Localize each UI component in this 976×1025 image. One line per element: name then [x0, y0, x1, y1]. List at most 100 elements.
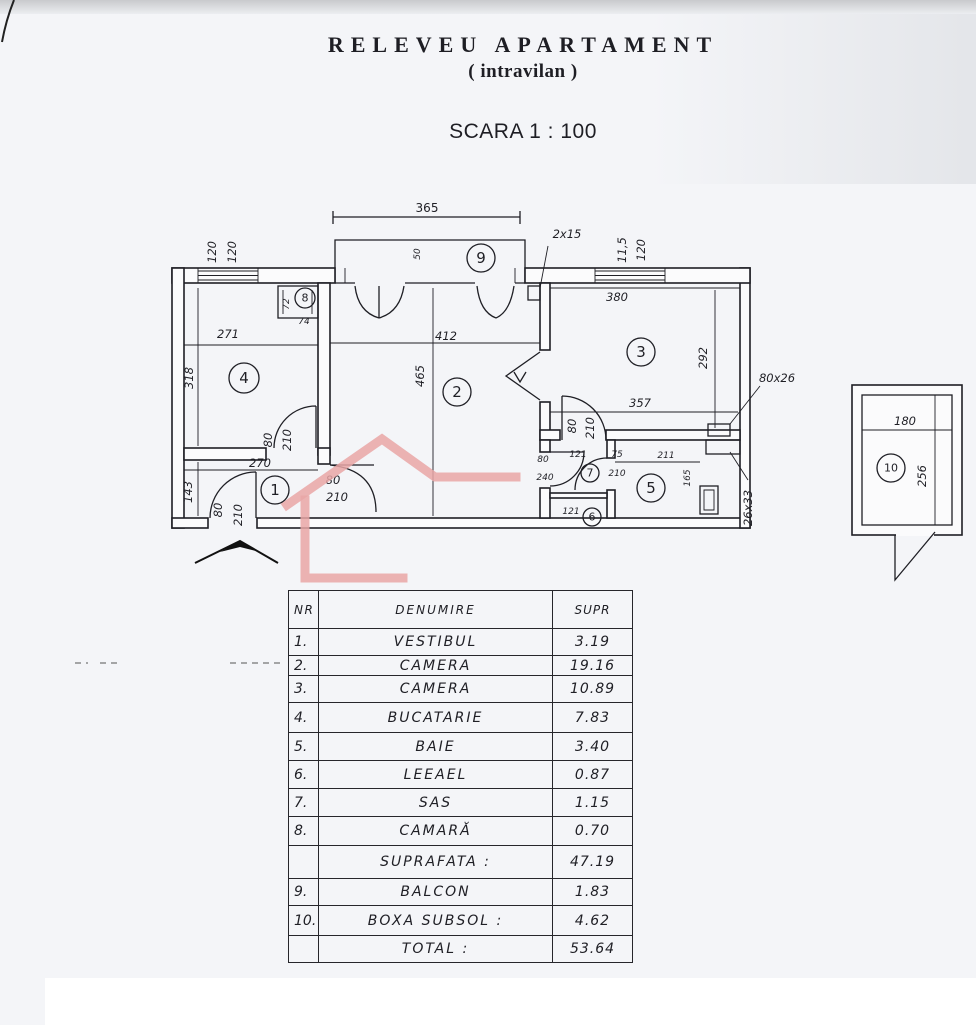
row-area: 1.15	[552, 788, 633, 817]
dim-door-sas-height: 240	[536, 473, 553, 483]
row-name: VESTIBUL	[318, 628, 553, 656]
dim-storage-height: 256	[915, 465, 929, 487]
dim-door-room3-width: 80	[565, 419, 579, 434]
room-label-5: 5	[636, 473, 666, 503]
row-name: BOXA SUBSOL :	[318, 905, 553, 936]
header-nr: NR	[288, 590, 319, 629]
document-subtitle: ( intravilan )	[468, 61, 578, 82]
table-row: 9. BALCON 1.83	[288, 878, 633, 906]
row-nr: 6.	[288, 760, 319, 789]
room-label-3: 3	[626, 337, 656, 367]
dim-pantry-a: 72	[282, 298, 292, 310]
row-nr	[288, 935, 319, 963]
svg-text:1: 1	[270, 481, 280, 499]
door-kitchen	[273, 405, 317, 449]
wall-sas-left-top	[539, 439, 551, 453]
room-label-10: 10	[876, 453, 906, 483]
header-supr: SUPR	[552, 590, 633, 629]
wall-sas-bath-bottom	[606, 489, 616, 519]
row-name: TOTAL :	[318, 935, 553, 963]
balcony-door-left	[354, 285, 405, 319]
row-area: 1.83	[552, 878, 633, 906]
dim-window-right-a: 11,5	[615, 237, 629, 263]
table-row-total: TOTAL : 53.64	[288, 935, 633, 963]
dim-room3-width-2: 357	[629, 396, 652, 410]
dim-sas-width: 121	[569, 450, 586, 460]
dim-kitchen-width: 271	[217, 327, 239, 341]
row-name: CAMERA	[318, 675, 553, 703]
row-nr: 5.	[288, 732, 319, 761]
scan-bottom-margin	[45, 978, 976, 1025]
storage-inner	[861, 394, 953, 526]
dim-door-hall-height: 210	[231, 504, 245, 526]
room-label-7: 7	[580, 463, 600, 483]
balcony-door-right	[476, 285, 515, 319]
row-nr: 7.	[288, 788, 319, 817]
dim-hall-height: 143	[181, 481, 195, 503]
row-area: 19.16	[552, 655, 633, 676]
table-row: 6. LEEAEL 0.87	[288, 760, 633, 789]
row-nr	[288, 845, 319, 879]
duct-26x33	[705, 439, 741, 455]
dim-door-sas-width: 80	[537, 455, 549, 465]
row-nr: 3.	[288, 675, 319, 703]
row-name: SUPRAFATA :	[318, 845, 553, 879]
row-name: CAMARĂ	[318, 816, 553, 846]
storage-door	[894, 531, 936, 582]
svg-text:4: 4	[239, 369, 249, 387]
row-name: CAMERA	[318, 655, 553, 676]
pantry-shelves	[282, 290, 313, 314]
svg-text:5: 5	[646, 479, 656, 497]
row-area: 3.40	[552, 732, 633, 761]
door-room3	[561, 395, 607, 441]
duct-80x26	[707, 423, 731, 437]
svg-text:6: 6	[589, 511, 596, 524]
dim-pantry-b: 74	[298, 317, 310, 327]
room-label-4: 4	[228, 362, 260, 394]
table-row: 3. CAMERA 10.89	[288, 675, 633, 703]
dim-room2-width: 412	[435, 329, 457, 343]
dim-door-kitchen-height: 210	[280, 429, 294, 451]
row-nr: 10.	[288, 905, 319, 936]
leader-26x33	[729, 451, 749, 481]
dim-window-right-b: 120	[634, 239, 648, 261]
dim-door-bath-height: 210	[608, 469, 625, 479]
row-name: BALCON	[318, 878, 553, 906]
dim-door-bath-width: 75	[611, 450, 623, 460]
drawing-scale: SCARA 1 : 100	[449, 120, 597, 143]
row-area: 47.19	[552, 845, 633, 879]
table-row: 1. VESTIBUL 3.19	[288, 628, 633, 656]
storage-room-boxa	[851, 384, 963, 582]
dim-room3-height: 292	[696, 347, 710, 369]
wall-room2-room3-top	[539, 282, 551, 351]
dim-balcony-beam: 2x15	[553, 227, 582, 241]
leader-80x26	[729, 385, 761, 425]
dim-balcony-depth: 50	[413, 248, 423, 260]
room-label-6: 6	[582, 507, 602, 527]
dim-door-room2-height: 210	[326, 490, 348, 504]
row-nr: 8.	[288, 816, 319, 846]
table-row-subtotal: SUPRAFATA : 47.19	[288, 845, 633, 879]
dim-window-left-b: 120	[225, 241, 239, 263]
door-room2-room3	[504, 351, 541, 401]
wall-kitchen-hall	[183, 447, 267, 461]
dim-duct: 80x26	[759, 371, 795, 385]
window-left	[197, 268, 259, 283]
pantry-box	[277, 285, 319, 319]
table-header-row: NR DENUMIRE SUPR	[288, 590, 633, 629]
room-label-9: 9	[466, 243, 496, 273]
bath-fixture-inner	[703, 489, 715, 511]
wall-hall-stub	[317, 447, 331, 465]
svg-text:2: 2	[452, 383, 462, 401]
room-label-8: 8	[294, 287, 316, 309]
dim-room2-height: 465	[413, 365, 427, 387]
row-area: 0.70	[552, 816, 633, 846]
row-area: 4.62	[552, 905, 633, 936]
row-name: LEEAEL	[318, 760, 553, 789]
wall-room3-bottom-left	[539, 429, 561, 441]
scan-shadow	[650, 14, 976, 184]
table-row: 10. BOXA SUBSOL : 4.62	[288, 905, 633, 936]
dim-duct-2: 26x33	[741, 490, 755, 526]
